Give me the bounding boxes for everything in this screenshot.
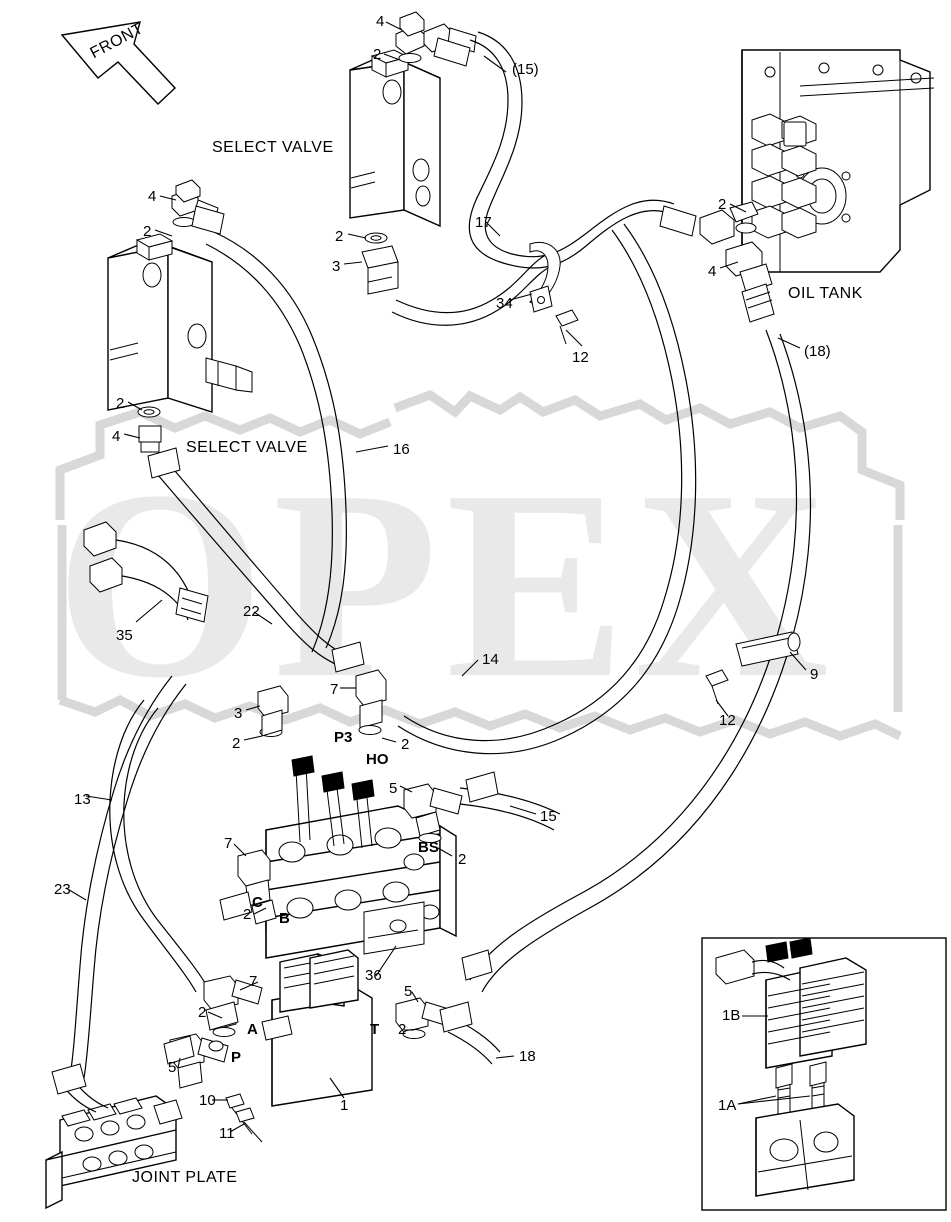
callout-2: 2 [116, 395, 125, 412]
hose-22 [151, 457, 353, 667]
label-port-ho: HO [366, 751, 389, 768]
callout-5: 5 [389, 780, 398, 797]
label-port-p: P [231, 1049, 242, 1066]
callout-3: 3 [332, 258, 341, 275]
callout-14: 14 [482, 651, 499, 668]
callout-11: 11 [219, 1125, 235, 1142]
callout-2: 2 [143, 223, 152, 240]
callout-10: 10 [199, 1092, 216, 1109]
callout-9: 9 [810, 666, 819, 683]
oil-tank-assembly [699, 49, 935, 323]
label-port-p3: P3 [334, 729, 353, 746]
hose-14 [397, 223, 697, 755]
callout-5: 5 [404, 983, 413, 1000]
select-valve-left-block [107, 179, 253, 453]
callout-7: 7 [224, 835, 233, 852]
callout-22: 22 [243, 603, 260, 620]
callout-2: 2 [232, 735, 241, 752]
callout-34: 34 [496, 295, 513, 312]
callout-2: 2 [458, 851, 467, 868]
callout-3: 3 [234, 705, 243, 722]
callout-1-inset: 1 [800, 936, 809, 953]
label-port-a: A [247, 1021, 258, 1038]
hose-16 [205, 231, 347, 653]
harness-35 [83, 521, 209, 623]
hose-17 [391, 253, 553, 326]
hose-23 [69, 675, 187, 1079]
callout-18: 18 [519, 1048, 536, 1065]
callout-12: 12 [572, 349, 589, 366]
inset-detail-box [701, 937, 947, 1211]
callout-2: 2 [398, 1021, 407, 1038]
hose-13 [109, 699, 209, 993]
callout-4: 4 [112, 428, 121, 445]
callout-leaders [65, 21, 807, 1133]
callout-2: 2 [373, 46, 382, 63]
callout-4: 4 [148, 188, 157, 205]
elbow-fitting-top [395, 11, 477, 63]
fittings-cluster [147, 37, 697, 1089]
callout-13: 13 [74, 791, 91, 808]
select-valve-top-block [349, 49, 441, 295]
callout-36: 36 [365, 967, 382, 984]
callout-2: 2 [335, 228, 344, 245]
callout-15: (15) [512, 61, 539, 78]
callout-1b-inset: 1B [722, 1007, 741, 1024]
callout-1: 1 [340, 1097, 349, 1114]
label-select-valve-top: SELECT VALVE [212, 139, 334, 156]
callout-12: 12 [719, 712, 736, 729]
bracket-9 [705, 631, 801, 705]
callout-15: 15 [540, 808, 557, 825]
callout-18: (18) [804, 343, 831, 360]
callout-4: 4 [376, 13, 385, 30]
callout-17: 17 [475, 214, 492, 231]
main-control-valve [225, 755, 457, 1143]
callout-5: 5 [168, 1059, 177, 1076]
hose-15-top [468, 31, 675, 269]
clamp-34 [529, 242, 579, 345]
label-port-t: T [370, 1021, 380, 1038]
label-select-valve-left: SELECT VALVE [186, 439, 308, 456]
label-port-b: B [279, 910, 290, 927]
callout-7: 7 [330, 681, 339, 698]
callout-16: 16 [393, 441, 410, 458]
callout-7: 7 [249, 973, 258, 990]
hose-18-right [469, 329, 812, 993]
callout-2: 2 [401, 736, 410, 753]
callout-4: 4 [708, 263, 717, 280]
label-oil-tank: OIL TANK [788, 285, 863, 302]
front-arrow [60, 21, 176, 105]
label-port-c: C [252, 894, 263, 911]
callout-2: 2 [243, 906, 252, 923]
watermark-gear [55, 389, 905, 741]
label-joint-plate: JOINT PLATE [132, 1169, 238, 1186]
callout-2: 2 [718, 196, 727, 213]
label-port-bs: BS [418, 839, 439, 856]
callout-35: 35 [116, 627, 133, 644]
callout-23: 23 [54, 881, 71, 898]
joint-plate-assembly [45, 1063, 183, 1210]
callout-1a-inset: 1A [718, 1097, 737, 1114]
callout-2: 2 [198, 1004, 207, 1021]
